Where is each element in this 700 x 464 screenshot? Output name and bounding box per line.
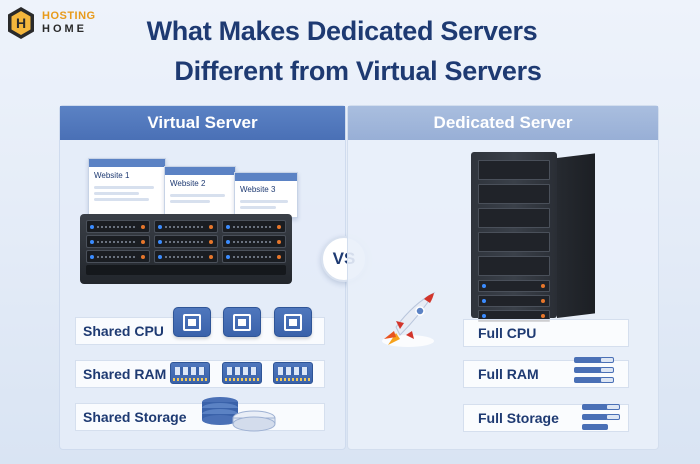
shared-storage-label: Shared Storage [83, 409, 187, 425]
logo-badge-letter: H [16, 15, 26, 31]
website-label: Website 3 [240, 185, 276, 194]
dedicated-tower-server-icon [471, 152, 557, 322]
rocket-icon [382, 291, 436, 347]
virtual-server-heading: Virtual Server [60, 106, 345, 140]
website-window-3: Website 3 [234, 172, 298, 218]
shared-cpu-label: Shared CPU [83, 323, 164, 339]
ram-icon [170, 362, 210, 384]
website-label: Website 2 [170, 179, 206, 188]
shared-ram-label: Shared RAM [83, 366, 167, 382]
cpu-icon [274, 307, 312, 337]
website-label: Website 1 [94, 171, 130, 180]
page-title-line-2: Different from Virtual Servers [174, 56, 542, 86]
full-cpu-label: Full CPU [478, 325, 537, 341]
full-cpu-row: Full CPU [463, 319, 629, 347]
full-storage-label: Full Storage [478, 410, 559, 426]
ram-icon [222, 362, 262, 384]
hosting-home-logo-icon: H [8, 7, 34, 39]
logo-line-2: HOME [42, 23, 87, 35]
page-title-line-1: What Makes Dedicated Servers [146, 16, 538, 46]
website-window-1: Website 1 [88, 158, 166, 218]
website-window-2: Website 2 [164, 166, 236, 218]
full-ram-row: Full RAM [463, 360, 629, 388]
ram-icon [273, 362, 313, 384]
storage-disks-icon [202, 397, 276, 432]
shared-rack-server-icon [80, 214, 292, 284]
server-stack-icon [574, 357, 618, 385]
cpu-icon [173, 307, 211, 337]
logo-line-1: HOSTING [42, 10, 96, 22]
brand-logo: H HOSTING HOME [4, 4, 114, 42]
server-stack-icon [582, 404, 626, 432]
dedicated-server-heading: Dedicated Server [348, 106, 658, 140]
cpu-icon [223, 307, 261, 337]
shared-storage-row: Shared Storage [75, 403, 325, 431]
tower-side-panel [557, 153, 595, 318]
full-ram-label: Full RAM [478, 366, 539, 382]
